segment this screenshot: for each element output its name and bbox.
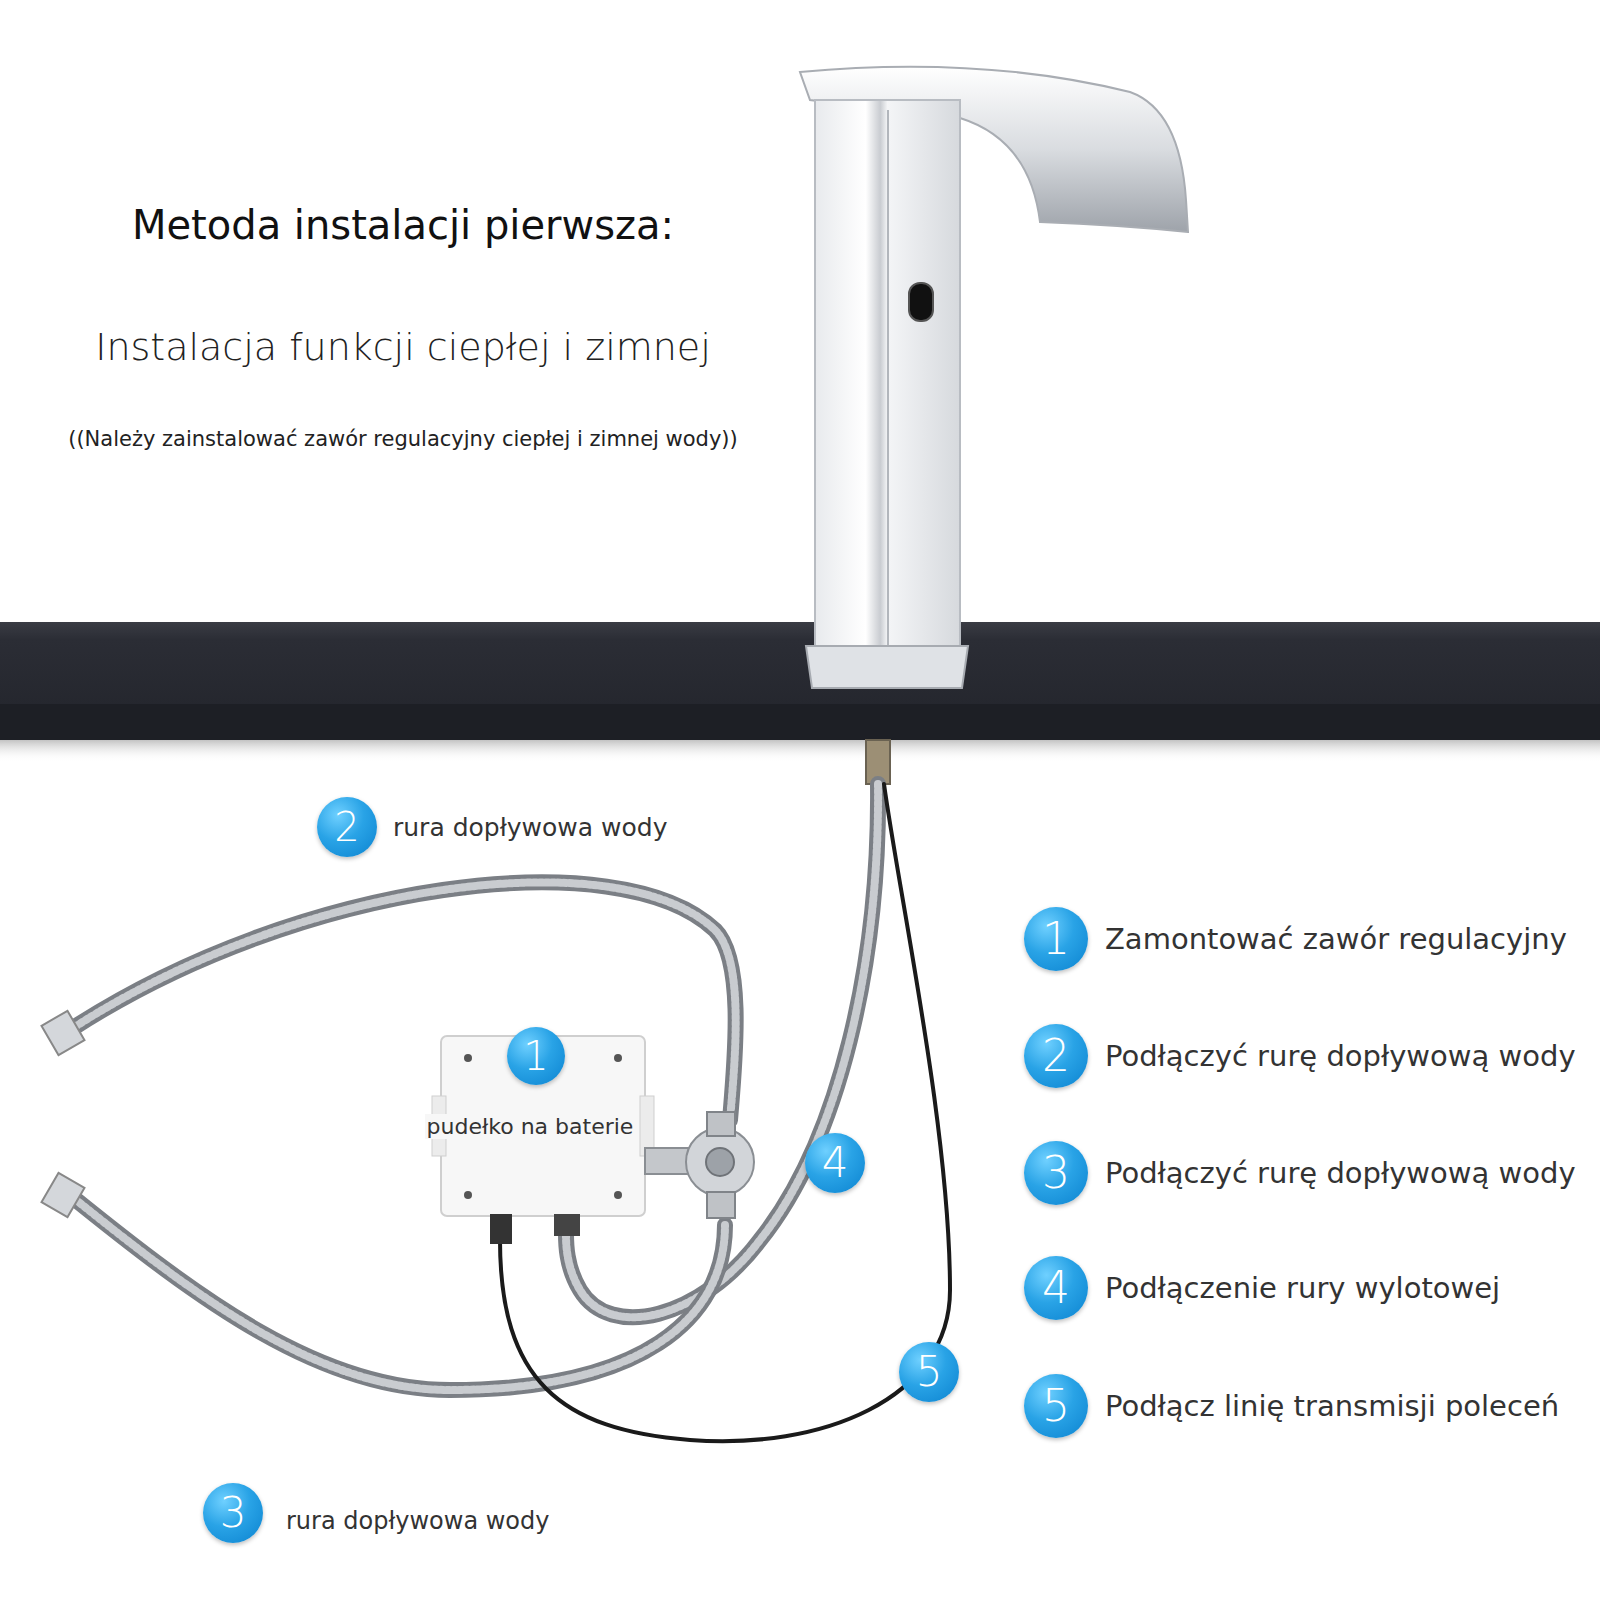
faucet-body [815,100,960,648]
screw [614,1054,622,1062]
callout-circle: 2 [317,797,377,857]
screw [464,1054,472,1062]
step-text: Podłączyć rurę dopływową wody [1105,1156,1576,1190]
faucet-sensor [909,283,933,321]
hose-nut [42,1173,85,1217]
screw [464,1191,472,1199]
supply-hose-bottom-shine [70,1195,725,1390]
callout-number: 1 [1042,917,1070,961]
callout-number: 1 [523,1036,548,1076]
callout-number: 5 [1042,1384,1070,1428]
callout-number: 4 [822,1142,849,1184]
counter-top [0,622,1600,740]
step-text: Podłączenie rury wylotowej [1105,1271,1500,1305]
callout-circle: 5 [899,1342,959,1402]
callout-number: 3 [1042,1151,1070,1195]
control-valve [686,1128,754,1196]
part-label: rura dopływowa wody [286,1507,549,1535]
callout-number: 5 [916,1351,943,1393]
counter-edge [0,704,1600,740]
callout-circle: 2 [1024,1024,1088,1088]
hose-nut [42,1011,85,1055]
step-text: Zamontować zawór regulacyjny [1105,922,1567,956]
callout-circle: 4 [805,1133,865,1193]
valve-nut [707,1192,735,1218]
callout-number: 2 [334,807,359,847]
note: ((Należy zainstalować zawór regulacyjny … [68,427,738,451]
faucet-seam [887,110,889,645]
callout-circle: 3 [203,1483,263,1543]
step-text: Podłącz linię transmisji poleceń [1105,1389,1559,1423]
subtitle: Instalacja funkcji ciepłej i zimnej [95,325,711,369]
callout-number: 2 [1042,1034,1070,1078]
callout-circle: 1 [507,1027,565,1085]
callout-number: 4 [1042,1266,1070,1310]
faucet-base [806,646,968,688]
valve-nut [707,1112,735,1136]
callout-circle: 1 [1024,907,1088,971]
box-connector [490,1214,512,1244]
part-label: rura dopływowa wody [393,813,667,842]
box-outlet [554,1214,580,1236]
counter-shadow [0,738,1600,762]
screw [614,1191,622,1199]
callout-number: 3 [220,1492,247,1534]
part-label: pudełko na baterie [425,1114,636,1139]
callout-circle: 3 [1024,1141,1088,1205]
callout-circle: 4 [1024,1256,1088,1320]
callout-circle: 5 [1024,1374,1088,1438]
supply-hose-bottom [70,1195,725,1390]
step-text: Podłączyć rurę dopływową wody [1105,1039,1576,1073]
diagram-title: Metoda instalacji pierwsza: [132,202,674,248]
control-valve-knob [706,1148,734,1176]
